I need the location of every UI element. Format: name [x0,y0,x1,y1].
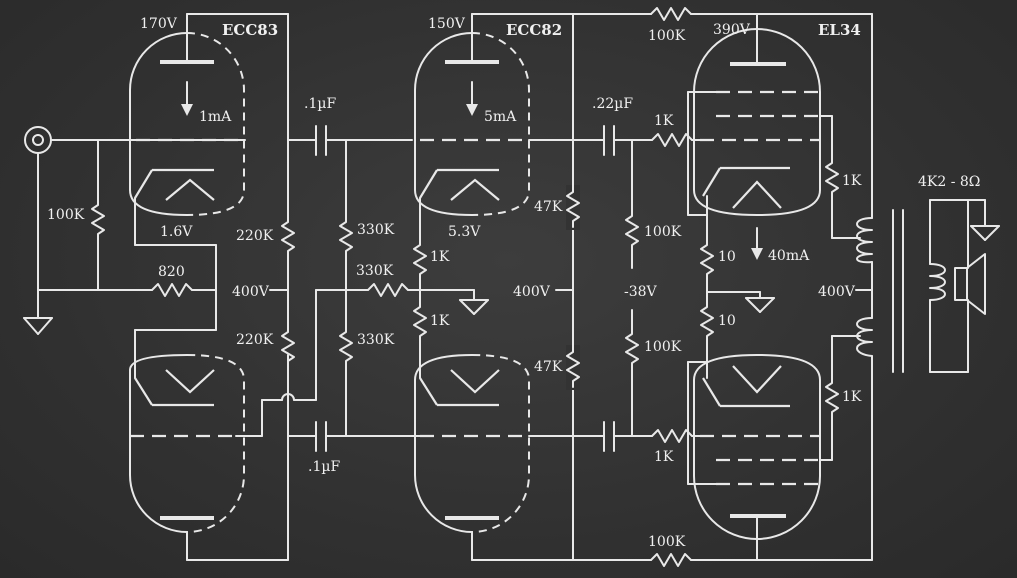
capacitor-c1-bot [287,421,421,452]
cap-label-c1-bot: .1µF [308,459,340,475]
res-label-1k-screen-top: 1K [842,173,862,189]
voltage-1-6v: 1.6V [160,224,193,240]
ecc82-wiring [413,13,647,561]
tube-ecc83-bottom [129,354,245,533]
res-label-1k-a: 1K [430,249,450,265]
input-jack-icon[interactable] [24,126,52,154]
tube-ecc83-top [129,32,245,216]
voltage-390v: 390V [713,22,751,38]
ground-icon-output [745,297,775,313]
res-label-1k-grid-bot: 1K [654,449,674,465]
feedback-resistors-100k [645,7,873,567]
voltage-170v: 170V [140,16,178,32]
res-label-330k-b: 330K [356,263,394,279]
capacitor-c2-bot [528,421,701,452]
res-label-330k-c: 330K [357,332,395,348]
res-label-100k-grid-bot: 100K [644,339,682,355]
res-label-100k-fb-bot: 100K [648,534,686,550]
ground-icon-stage2 [459,299,489,315]
res-label-10-bot: 10 [718,313,736,329]
res-label-220k-bot: 220K [236,332,274,348]
tube-label-ecc83: ECC83 [222,21,278,39]
voltage-400v-2: 400V [513,284,551,300]
ecc83-wiring [134,13,369,561]
current-40ma: 40mA [768,248,810,264]
tube-label-ecc82: ECC82 [506,21,562,39]
voltage-neg38v: -38V [624,284,658,300]
res-label-100k-grid-top: 100K [644,224,682,240]
grid-leak-330k [339,139,475,437]
ground-icon-input [23,317,53,335]
res-label-1k-screen-bot: 1K [842,389,862,405]
tube-ecc82-bottom [414,354,530,533]
transformer-label: 4K2 - 8Ω [918,174,980,190]
tube-ecc82-top [414,32,530,216]
voltage-5-3v: 5.3V [448,224,481,240]
input-wiring [37,139,246,319]
res-label-1k-grid-top: 1K [654,113,674,129]
voltage-150v: 150V [428,16,466,32]
res-label-220k-top: 220K [236,228,274,244]
el34-wiring [687,13,873,561]
capacitor-c2-top [528,125,701,156]
res-label-47k-top: 47K [534,199,563,215]
current-5ma: 5mA [484,109,517,125]
res-label-100k-input: 100K [47,207,85,223]
res-label-1k-b: 1K [430,313,450,329]
res-label-820: 820 [158,264,185,280]
res-label-100k-fb-top: 100K [648,28,686,44]
res-label-330k-a: 330K [357,222,395,238]
cap-label-c1-top: .1µF [304,96,336,112]
voltage-400v-1: 400V [232,284,270,300]
tube-label-el34: EL34 [818,21,861,39]
output-transformer-icon [856,199,986,373]
current-arrow-5ma [466,81,478,116]
capacitor-c1-top [287,125,413,156]
voltage-400v-3: 400V [818,284,856,300]
res-label-47k-bot: 47K [534,359,563,375]
speaker-icon [954,253,986,315]
ground-icon-speaker [970,199,1000,241]
tube-el34-bottom [693,354,821,540]
current-arrow-40ma [751,227,763,260]
bias-resistors-100k [625,139,639,437]
current-arrow-1ma [181,81,193,116]
res-label-10-top: 10 [718,249,736,265]
plate-load-47k [555,184,580,390]
cap-label-c2: .22µF [592,96,633,112]
current-1ma: 1mA [199,109,232,125]
